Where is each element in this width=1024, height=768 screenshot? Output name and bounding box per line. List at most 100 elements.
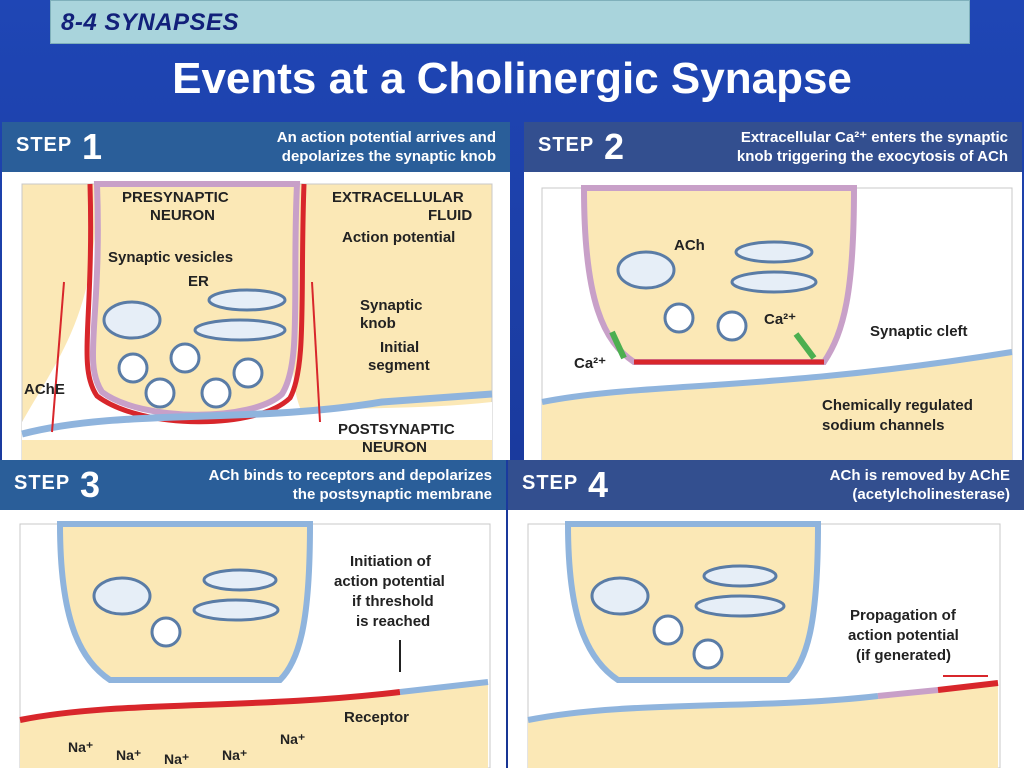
presynaptic-label-1: PRESYNAPTIC [122,189,229,206]
prop-label-2: action potential [848,627,959,644]
postsynaptic-membrane [21,390,493,438]
step-4-diagram: Propagation of action potential (if gene… [527,521,1001,768]
step-1-number: 1 [82,126,103,167]
vesicle [652,614,684,646]
page-title: Events at a Cholinergic Synapse [172,54,852,103]
ache-label: AChE [24,381,65,398]
mitochondrion [616,250,676,290]
vesicle [692,638,724,670]
init-label-4: is reached [356,613,430,630]
step-3-header: STEP 3 ACh binds to receptors and depola… [0,460,506,510]
vesicle [716,310,748,342]
step-3-word: STEP [14,472,71,494]
knob-label-2: knob [360,315,396,332]
step-4-header: STEP 4 ACh is removed by AChE (acetylcho… [508,460,1024,510]
er-lower [192,598,280,622]
presynaptic-knob [56,521,314,683]
initial-label-1: Initial [380,339,419,356]
step-4-number: 4 [588,464,609,505]
ca-right-label: Ca²⁺ [764,311,796,328]
step-2-desc-line2: knob triggering the exocytosis of ACh [736,148,1008,165]
initial-label-2: segment [368,357,430,374]
vesicle [117,352,149,384]
postsynaptic-cytoplasm [20,682,488,768]
extracellular-label-1: EXTRACELLULAR [332,189,464,206]
er-upper [207,288,287,312]
na-label: Na⁺ [222,747,247,763]
action-potential-label: Action potential [342,229,455,246]
receptor-label: Receptor [344,709,409,726]
channels-label-2: sodium channels [822,417,945,434]
action-potential-arrow-left [51,281,65,433]
er-label: ER [188,273,209,290]
vesicles-label: Synaptic vesicles [108,249,233,266]
channels-label-1: Chemically regulated [822,397,973,414]
step-1-diagram: PRESYNAPTIC NEURON EXTRACELLULAR FLUID A… [21,181,493,460]
na-label: Na⁺ [280,731,305,747]
step-1-word: STEP [16,134,73,156]
step-2-description: Extracellular Ca²⁺ enters the synaptic k… [628,128,1008,166]
step-3-diagram: Initiation of action potential if thresh… [19,521,491,768]
postsynaptic-label-2: NEURON [362,439,427,456]
step-2-desc-line1: Extracellular Ca²⁺ enters the synaptic [740,129,1008,146]
er-upper [202,568,278,592]
vesicle [144,377,176,409]
knob-label-1: Synaptic [360,297,423,314]
presynaptic-knob [564,521,822,683]
depolarized-membrane [84,183,307,425]
postsynaptic-label-1: POSTSYNAPTIC [338,421,455,438]
ca-influx-arrow-left [609,330,627,360]
vesicle [232,357,264,389]
step-1-description: An action potential arrives and depolari… [166,128,496,166]
postsynaptic-cytoplasm [542,352,1012,460]
step-1-desc-line2: depolarizes the synaptic knob [281,148,496,165]
mitochondrion [590,576,650,616]
step-4-desc-line1: ACh is removed by AChE [829,467,1010,484]
init-label-3: if threshold [352,593,434,610]
ach-label: ACh [674,237,705,254]
step-4-word: STEP [522,472,579,494]
extracellular-label-2: FLUID [428,207,472,224]
step-1-header: STEP 1 An action potential arrives and d… [2,122,510,172]
step-1-desc-line1: An action potential arrives and [276,129,496,146]
na-label: Na⁺ [164,751,189,767]
postsynaptic-cytoplasm [22,440,492,460]
na-label: Na⁺ [68,739,93,755]
step-2-header: STEP 2 Extracellular Ca²⁺ enters the syn… [524,122,1022,172]
vesicle [663,302,695,334]
prop-label-1: Propagation of [850,607,957,624]
step-3-panel: STEP 3 ACh binds to receptors and depola… [0,460,506,768]
resting-postsynaptic-membrane [399,679,489,695]
cleft-label: Synaptic cleft [870,323,968,340]
na-label: Na⁺ [116,747,141,763]
er-lower [730,270,818,294]
vesicle [200,377,232,409]
repolarizing-membrane [877,687,939,699]
step-4-description: ACh is removed by AChE (acetylcholineste… [710,466,1010,504]
step-1-panel: STEP 1 An action potential arrives and d… [2,122,510,460]
presynaptic-label-2: NEURON [150,207,215,224]
step-2-diagram: ACh Ca²⁺ Ca²⁺ Synaptic cleft Chemically … [541,185,1013,460]
er-lower [694,594,786,618]
step-4-panel: STEP 4 ACh is removed by AChE (acetylcho… [508,460,1024,768]
er-lower [193,318,287,342]
postsynaptic-cytoplasm [528,682,998,768]
ca-influx-arrow-right [793,332,817,360]
init-label-1: Initiation of [350,553,432,570]
er-upper [702,564,778,588]
postsynaptic-membrane [541,349,1013,405]
section-bar: 8-4 SYNAPSES [50,0,970,44]
step-2-word: STEP [538,134,595,156]
action-potential-arrow-right [311,281,321,423]
section-label: 8-4 SYNAPSES [61,9,240,36]
resting-postsynaptic-membrane [527,693,879,723]
step-4-desc-line2: (acetylcholinesterase) [852,486,1010,503]
step-3-desc-line2: the postsynaptic membrane [292,486,492,503]
er-upper [734,240,814,264]
step-3-description: ACh binds to receptors and depolarizes t… [102,466,492,504]
step-3-number: 3 [80,464,101,505]
depolarized-postsynaptic-membrane [19,689,401,723]
step-2-number: 2 [604,126,625,167]
init-label-2: action potential [334,573,445,590]
propagating-membrane [937,680,999,693]
